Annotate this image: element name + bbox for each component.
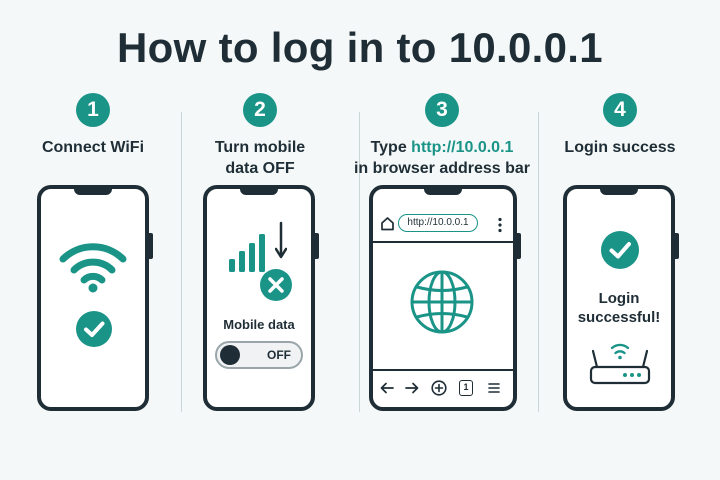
success-line-2: successful! <box>577 309 661 326</box>
success-line-1: Login <box>598 290 640 307</box>
signal-bars-icon <box>229 234 265 272</box>
step-number: 3 <box>425 93 459 127</box>
phone-side-button <box>315 233 319 259</box>
mobile-data-toggle[interactable]: OFF <box>215 341 303 369</box>
phone-browser: http://10.0.0.1 1 <box>369 185 521 411</box>
phone-connect-wifi <box>37 185 153 411</box>
step-3: 3 Type http://10.0.0.1 in browser addres… <box>352 93 532 179</box>
step-number: 4 <box>603 93 637 127</box>
tabs-icon[interactable]: 1 <box>459 380 473 396</box>
toolbar-separator <box>373 241 513 243</box>
toggle-knob <box>220 345 240 365</box>
divider <box>359 112 360 412</box>
forward-arrow-icon[interactable] <box>405 382 419 394</box>
phone-side-button <box>517 233 521 259</box>
check-circle-icon <box>601 231 639 269</box>
step-caption: Connect WiFi <box>41 139 145 156</box>
caption-line-2: in browser address bar <box>353 160 531 177</box>
caption-line-1: Turn mobile <box>214 139 306 156</box>
divider <box>181 112 182 412</box>
divider <box>538 112 539 412</box>
step-caption: Type http://10.0.0.1 in browser address … <box>352 137 532 179</box>
step-caption: Login success <box>564 139 676 156</box>
login-success-message: Login successful! <box>567 289 671 327</box>
phone-notch <box>74 188 112 195</box>
caption-prefix: Type <box>370 139 412 156</box>
wifi-icon <box>59 243 127 293</box>
phone-login-success: Login successful! <box>563 185 679 411</box>
down-arrow-icon <box>275 221 287 259</box>
more-vertical-icon[interactable] <box>497 217 503 233</box>
phone-notch <box>240 188 278 195</box>
globe-icon <box>410 270 474 334</box>
step-caption: Turn mobile data OFF <box>170 137 350 179</box>
phone-notch <box>600 188 638 195</box>
phone-side-button <box>149 233 153 259</box>
phone-mobile-data: Mobile data OFF <box>203 185 319 411</box>
page-title: How to log in to 10.0.0.1 <box>117 24 603 71</box>
new-tab-icon[interactable] <box>431 380 447 396</box>
router-icon <box>589 343 651 385</box>
check-circle-icon <box>76 311 112 347</box>
home-icon[interactable] <box>380 216 395 231</box>
step-4: 4 Login success <box>530 93 710 158</box>
bottom-bar-separator <box>373 369 513 371</box>
step-number: 1 <box>76 93 110 127</box>
x-circle-icon <box>260 269 292 301</box>
caption-line-2: data OFF <box>225 160 295 177</box>
step-number: 2 <box>243 93 277 127</box>
back-arrow-icon[interactable] <box>380 382 394 394</box>
address-bar[interactable]: http://10.0.0.1 <box>398 214 478 232</box>
phone-notch <box>424 188 462 195</box>
mobile-data-label: Mobile data <box>223 317 295 332</box>
step-1: 1 Connect WiFi <box>3 93 183 158</box>
phone-side-button <box>675 233 679 259</box>
toggle-state-label: OFF <box>267 348 291 362</box>
caption-url: http://10.0.0.1 <box>411 139 514 156</box>
step-2: 2 Turn mobile data OFF <box>170 93 350 179</box>
menu-icon[interactable] <box>488 382 500 394</box>
